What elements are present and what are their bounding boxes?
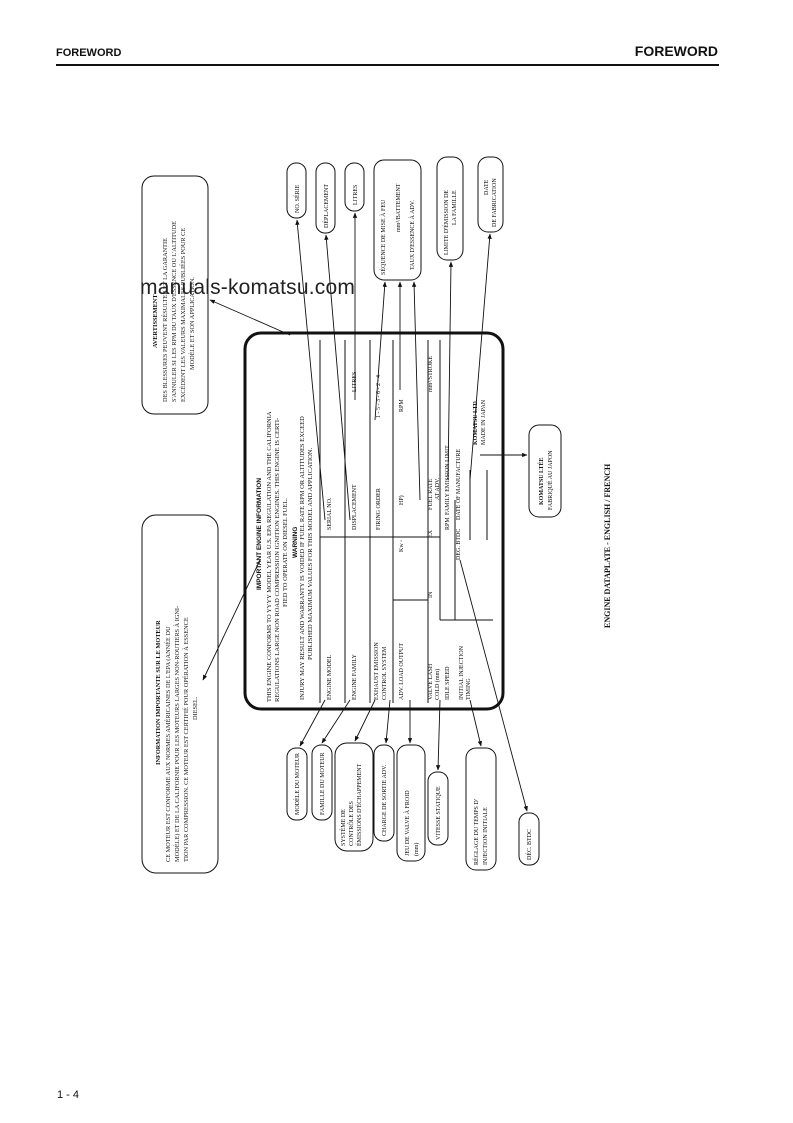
avertissement-line-3: EXCÈDENT LES VALEURS MAXIMALES PUBLIÉES … [179,228,187,402]
plate-initial-injection: INITIAL INJECTION [459,645,465,700]
plate-at-adv: AT ADV. [435,477,441,500]
plate-made-in: MADE IN JAPAN [481,399,487,445]
callout-limite-2: LA FAMILLE [452,190,458,225]
plate-line-2: REGULATIONS LARGE NON ROAD COMPRESSION I… [274,418,281,702]
callout-taux: TAUX D'ESSENCE À ADV. [408,200,416,270]
plate-engine-model: ENGINE MODEL [327,655,333,700]
plate-exhaust-emission: EXHAUST EMISSION [374,642,380,700]
plate-control-system: CONTROL SYSTEM [382,646,388,700]
avertissement-line-1: DES BLESSURES PEUVENT RÉSULTER ET LA GAR… [161,238,169,402]
plate-firing-order: FIRING ORDER [376,488,382,530]
information-line-3: TION PAR COMPRESSION. CE MOTEUR EST CERT… [182,617,190,862]
header-left-title: FOREWORD [56,47,122,59]
information-line-2: MODÈLE) ET DE LA CALIFORNIE POUR LES MOT… [173,606,181,862]
callout-systeme-2: CONTRÔLE DES [347,801,355,846]
callout-litres: LITRES [353,185,359,205]
callout-no-serie: NO. SÉRIE [293,184,301,213]
plate-warning-line-1: INJURY MAY RESULT AND WARRANTY IS VOIDED… [299,416,306,700]
plate-in: IN [428,591,434,598]
callout-deplacement: DÉPLACEMENT [322,184,330,228]
plate-maker: KOMATSU LTD. [473,399,479,445]
avertissement-line-2: S'ANNULER SI LES RPM DU TAUX D'ESSENCE O… [171,221,178,402]
plate-adv-load-output: ADV. LOAD OUTPUT [399,643,405,700]
watermark: manuals-komatsu.com [140,276,356,299]
plate-kw: Kw ◦ [399,540,405,552]
information-line-1: CE MOTEUR EST CONFORME AUX NORMES AMÉRIC… [164,626,172,862]
callout-jeu-2: (mm) [413,843,420,856]
callout-reglage-1: RÉGLAGE DU TEMPS D' [472,799,480,865]
page-number: 1 - 4 [57,1089,80,1101]
callout-date-1: DATE [484,179,490,195]
plate-line-3: FIED TO OPERATE ON DIESEL FUEL. [282,498,289,607]
avertissement-line-4: MODÈLE ET SON APPLICATION. [188,277,196,370]
dataplate-grid [319,340,493,703]
komatsu-box-line-1: KOMATSU LTÉE [537,457,545,505]
header-right-title: FOREWORD [634,43,718,59]
callout-modele: MODÈLE DU MOTEUR [293,753,301,815]
callout-jeu-1: JEU DE VALVE À FROID [403,790,411,856]
plate-hp: HP) [398,495,405,505]
plate-firing-value: 1 - 5 - 3 - 6 - 2 - 4 [376,375,382,418]
callout-dec: DÉC. BTDC [525,829,533,860]
callout-charge: CHARGE DE SORTIE ADV. [382,764,388,836]
plate-valve-lash: VALVE LASH [428,663,434,700]
plate-rpm: RPM [399,399,405,412]
dataplate-outline [243,331,505,711]
information-line-4: DIESEL. [192,696,199,720]
plate-idle-speed: IDLE SPEED [445,666,451,700]
figure-caption: ENGINE DATAPLATE - ENGLISH / FRENCH [603,463,612,628]
plate-mm-stroke: mm³/STROKE [428,356,434,392]
callout-limite-1: LIMITE D'ÉMISSION DE [442,190,450,255]
plate-deg-btdc: DEG. BTDC [456,529,462,560]
plate-serial-no: SERIAL NO. [327,497,333,530]
header-rule [56,64,719,66]
plate-ex: EX [428,529,434,538]
plate-cold: COLD (mm) [434,669,441,700]
callout-date-2: DE FABRICATION [492,178,498,227]
callout-systeme-3: ÉMISSIONS D'ÉCHAPPEMENT [355,763,363,846]
avertissement-title: AVERTISSEMENT [152,294,159,348]
callout-sequence: SÉQUENCE DE MISE À FEU [379,199,387,275]
callout-vitesse: VITESSE STATIQUE [436,786,442,840]
plate-warning-line-2: PUBLISHED MAXIMUM VALUES FOR THIS MODEL … [307,448,314,660]
plate-rpm-2: RPM [445,517,451,530]
callout-mm-battement: mm³/BATTEMENT [396,183,402,232]
plate-date-of-manufacture: DATE OF MANUFACTURE [456,448,462,520]
plate-displacement: DISPLACEMENT [352,484,358,530]
plate-fuel-rate: FUEL RATE [428,478,434,510]
callout-reglage-2: INJECTION INITIALE [483,807,489,865]
callout-famille: FAMILLE DU MOTEUR [320,752,326,815]
plate-timing: TIMING [466,678,472,700]
plate-title: IMPORTANT ENGINE INFORMATION [256,478,263,590]
information-title: INFORMATION IMPORTANTE SUR LE MOTEUR [155,620,162,765]
plate-warning-title: WARNING [292,527,299,558]
komatsu-box-line-2: FABRIQUÉ AU JAPON [546,450,554,510]
plate-engine-family: ENGINE FAMILY [352,654,358,700]
plate-line-1: THIS ENGINE CONFORMS TO YYYY MODEL YEAR … [266,411,273,702]
callout-systeme-1: SYSTÈME DE [339,809,347,846]
